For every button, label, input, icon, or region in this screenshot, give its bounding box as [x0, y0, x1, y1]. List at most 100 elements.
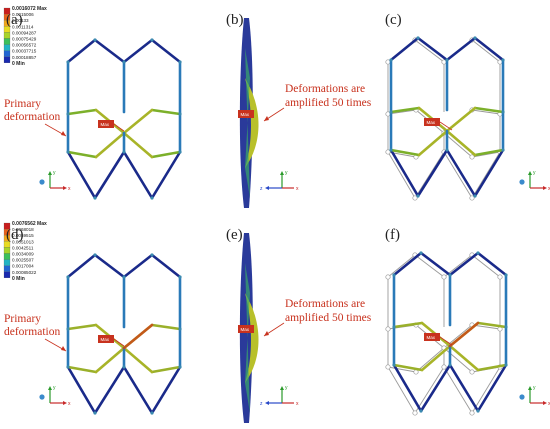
lattice-strut	[476, 363, 508, 372]
axis-triad-ball	[39, 179, 45, 185]
lattice-node	[416, 194, 420, 198]
lattice-strut	[389, 148, 420, 198]
peak-strut	[448, 321, 480, 348]
max-leader	[439, 336, 453, 346]
legend-value: 0.00037715	[12, 49, 37, 54]
ghost-node	[469, 410, 475, 416]
lattice-node	[445, 58, 449, 62]
ghost-node	[497, 274, 503, 280]
axis-y-arrow	[528, 171, 532, 175]
max-leader	[113, 338, 125, 347]
lattice-strut	[93, 150, 126, 200]
ghost-strut	[471, 151, 501, 199]
ghost-strut	[471, 254, 501, 278]
ghost-strut	[471, 366, 501, 414]
lattice-node	[501, 148, 505, 152]
lattice-strut	[150, 253, 182, 279]
annotation-line-1: Primary	[4, 313, 41, 325]
legend-value: 0.00133	[12, 18, 29, 23]
max-marker	[98, 335, 114, 343]
lattice-strut	[150, 38, 182, 64]
lattice-node	[504, 363, 508, 367]
axis-x-label: x	[548, 186, 550, 192]
lattice-strut	[122, 365, 154, 415]
lattice-strut	[473, 36, 505, 62]
axis-z-arrow	[265, 186, 269, 190]
lattice-strut	[150, 365, 182, 415]
legend-value: 0.0051013	[12, 239, 34, 244]
axis-y-arrow	[280, 386, 284, 390]
axis-y-arrow	[280, 171, 284, 175]
lattice-node	[501, 58, 505, 62]
axis-z-label: z	[260, 401, 263, 407]
lattice-strut	[66, 365, 97, 415]
lattice-node	[419, 251, 423, 255]
lattice-strut	[66, 150, 97, 200]
panels-layer: 0.0016072 Max0.00150060.001330.00113140.…	[3, 6, 550, 423]
lattice-strut	[122, 108, 154, 135]
annotation-line-1: Primary	[4, 98, 41, 110]
max-marker	[98, 120, 114, 128]
lattice-node	[416, 36, 420, 40]
peak-strut	[122, 323, 154, 350]
lattice-strut	[445, 148, 477, 198]
lattice-strut	[420, 344, 452, 372]
axis-x-label: x	[68, 186, 71, 192]
ghost-node	[385, 364, 391, 370]
legend-max-value: 0.0016072 Max	[12, 6, 47, 12]
axis-x-label: x	[296, 401, 299, 407]
axis-x-arrow	[63, 401, 67, 405]
legend-value: 0.00085022	[12, 270, 37, 275]
lattice-node	[122, 150, 126, 154]
legend-swatch	[3, 38, 11, 45]
legend-swatch	[3, 50, 11, 57]
axis-y-arrow	[528, 386, 532, 390]
ghost-node	[385, 149, 391, 155]
legend-swatch	[3, 56, 11, 63]
legend-value: 0.0025507	[12, 258, 34, 263]
lattice-strut	[66, 253, 97, 279]
lattice-strut	[448, 251, 480, 277]
panel-label: (d)	[6, 227, 24, 243]
lattice-strut	[66, 38, 97, 64]
lattice-strut	[150, 323, 182, 331]
ghost-node	[469, 154, 475, 160]
ghost-strut	[387, 109, 417, 115]
ghost-strut	[443, 366, 473, 414]
lattice-node	[66, 327, 70, 331]
max-leader	[113, 123, 125, 132]
legend-value: 0 Min	[12, 61, 25, 67]
lattice-strut	[445, 106, 477, 133]
lattice-strut	[445, 129, 477, 157]
side-bulge-mid	[245, 263, 250, 413]
lattice-node	[448, 273, 452, 277]
lattice-strut	[66, 150, 98, 159]
lattice-node	[150, 411, 154, 415]
lattice-strut	[389, 36, 420, 62]
legend-swatch	[3, 271, 11, 278]
lattice-node	[93, 253, 97, 257]
lattice-strut	[392, 363, 424, 372]
lattice-node	[389, 148, 393, 152]
lattice-node	[66, 150, 70, 154]
side-bulge	[245, 78, 259, 168]
lattice-node	[122, 365, 126, 369]
legend-value: 0.0017004	[12, 264, 34, 269]
legend-value: 0.0042511	[12, 245, 34, 250]
lattice-node	[392, 363, 396, 367]
ghost-strut	[387, 254, 416, 278]
lattice-strut	[93, 253, 126, 279]
lattice-node	[392, 325, 396, 329]
ghost-strut	[414, 39, 445, 63]
lattice-strut	[417, 129, 449, 157]
lattice-strut	[392, 251, 423, 277]
ghost-strut	[414, 366, 445, 414]
panel-label: (c)	[385, 12, 402, 28]
legend-value: 0.00056572	[12, 43, 37, 48]
max-marker	[238, 110, 254, 118]
lattice-strut	[122, 38, 154, 64]
lattice-node	[66, 275, 70, 279]
lattice-strut	[419, 251, 452, 277]
